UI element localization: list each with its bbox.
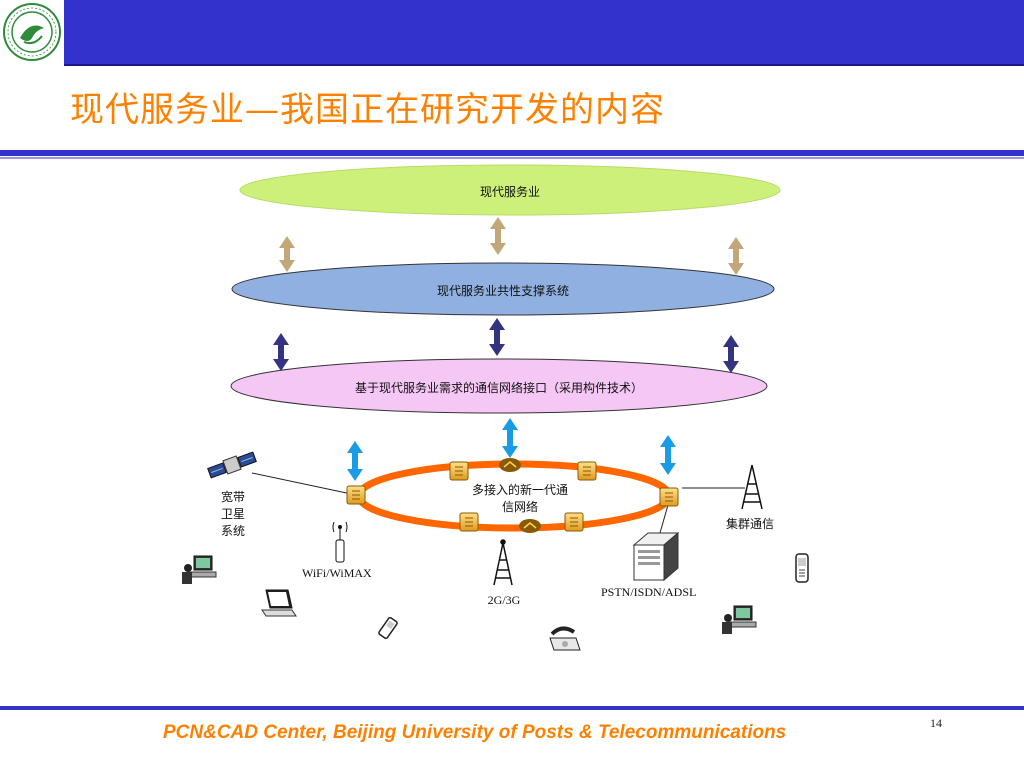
ring-label: 多接入的新一代通 信网络: [471, 483, 568, 514]
arrow-navy-center: [489, 318, 505, 356]
header-band: [64, 0, 1024, 66]
layer-bottom-label: 基于现代服务业需求的通信网络接口（采用构件技术）: [354, 381, 644, 395]
router-hub-icon: [499, 458, 541, 533]
layer-middle-ellipse: [231, 262, 775, 316]
arrow-navy-right: [723, 335, 739, 373]
satellite-label: 宽带 卫星 系统: [220, 490, 245, 538]
telephone-icon: [549, 626, 581, 651]
arrow-navy-left: [273, 333, 289, 371]
arrow-cyan-right: [660, 435, 676, 475]
satellite-icon: [207, 451, 257, 479]
title-divider-thin: [0, 157, 1024, 159]
layer-top-ellipse: [239, 164, 781, 216]
page-title: 现代服务业—我国正在研究开发的内容: [70, 90, 665, 130]
server-icon: [632, 531, 680, 582]
arrow-cyan-left: [347, 441, 363, 481]
arrow-tan-left: [279, 236, 295, 272]
cellular-label: 2G/3G: [487, 593, 521, 607]
workstation-icon: [182, 555, 217, 584]
trunking-label: 集群通信: [726, 517, 775, 531]
radio-tower-icon: [741, 464, 763, 510]
title-divider: [0, 150, 1024, 156]
university-logo-icon: [3, 3, 61, 61]
wifi-label: WiFi/WiMAX: [302, 566, 372, 580]
wifi-antenna-icon: [332, 521, 348, 563]
cell-tower-icon: [493, 539, 513, 586]
architecture-diagram: [182, 164, 809, 651]
page-number: 14: [930, 716, 942, 730]
layer-top-label: 现代服务业: [479, 185, 541, 199]
fixed-network-label: PSTN/ISDN/ADSL: [601, 585, 697, 599]
workstation-icon: [722, 605, 757, 634]
arrow-tan-center: [490, 217, 506, 255]
layer-bottom-ellipse: [230, 358, 768, 414]
footer-divider: [0, 706, 1024, 710]
layer-middle-label: 现代服务业共性支撑系统: [436, 284, 570, 298]
footer-text: PCN&CAD Center, Beijing University of Po…: [163, 722, 787, 743]
phone-icon: [378, 616, 398, 640]
mobile-phone-icon: [795, 553, 809, 583]
laptop-icon: [261, 589, 297, 617]
arrow-cyan-center: [502, 418, 518, 458]
arrow-tan-right: [728, 237, 744, 275]
